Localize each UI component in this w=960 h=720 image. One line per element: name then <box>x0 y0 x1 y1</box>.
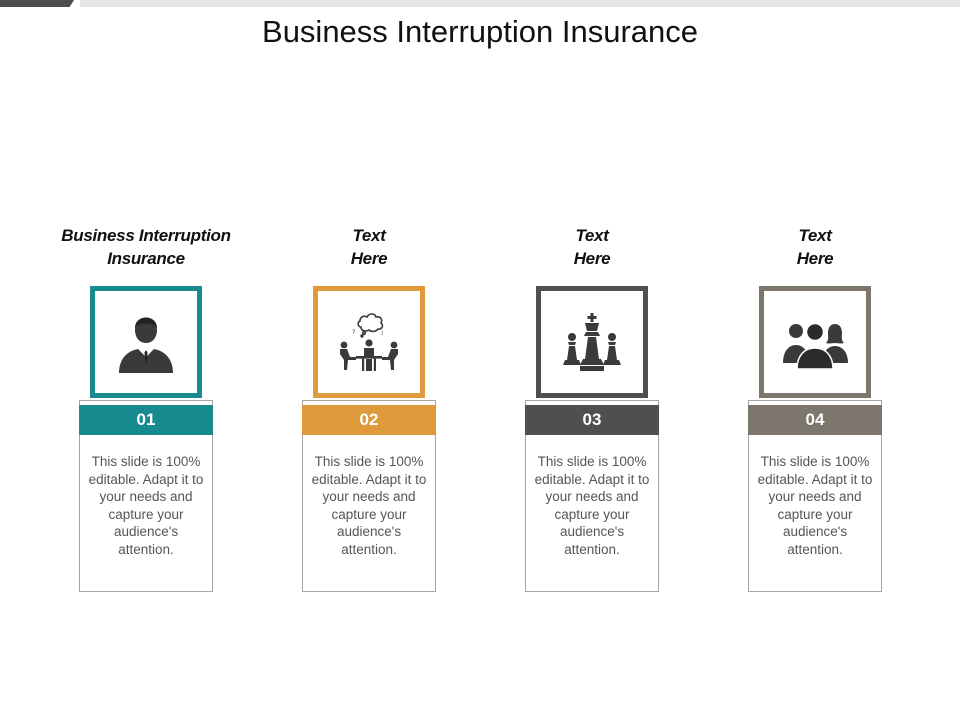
businessman-icon <box>119 317 173 373</box>
card-description: This slide is 100% editable. Adapt it to… <box>311 454 427 557</box>
card-number: 03 <box>525 405 659 435</box>
card-heading: Text Here <box>495 224 689 272</box>
svg-text:!: ! <box>381 330 383 337</box>
card-heading-line2: Here <box>796 249 834 268</box>
icon-frame <box>536 286 648 398</box>
card-heading-line1: Text <box>575 226 609 245</box>
card-body: 02 This slide is 100% editable. Adapt it… <box>302 400 436 592</box>
card-heading: Business Interruption Insurance <box>49 224 243 272</box>
meeting-discussion-icon: ? ! <box>340 313 398 371</box>
card-heading-line1: Text <box>352 226 386 245</box>
card-04: Text Here 04 This slide is 100% editable… <box>748 224 882 594</box>
top-decor-bar <box>0 0 960 7</box>
card-heading-line1: Business Interruption <box>61 226 231 245</box>
card-heading: Text Here <box>272 224 466 272</box>
card-number: 04 <box>748 405 882 435</box>
card-number: 02 <box>302 405 436 435</box>
card-03: Text Here 03 This <box>525 224 659 594</box>
card-02: Text Here ? ! <box>302 224 436 594</box>
svg-text:?: ? <box>352 329 355 336</box>
top-decor-bar-dark <box>0 0 74 7</box>
card-description: This slide is 100% editable. Adapt it to… <box>534 454 650 557</box>
slide-title: Business Interruption Insurance <box>262 14 698 49</box>
card-description: This slide is 100% editable. Adapt it to… <box>88 454 204 557</box>
icon-frame <box>759 286 871 398</box>
icon-frame <box>90 286 202 398</box>
card-01: Business Interruption Insurance 01 This … <box>61 224 231 594</box>
card-body: 01 This slide is 100% editable. Adapt it… <box>79 400 213 592</box>
card-body: 03 This slide is 100% editable. Adapt it… <box>525 400 659 592</box>
card-body: 04 This slide is 100% editable. Adapt it… <box>748 400 882 592</box>
card-heading-line1: Text <box>798 226 832 245</box>
top-decor-bar-light <box>80 0 960 7</box>
card-heading-line2: Insurance <box>107 249 185 268</box>
card-heading-line2: Here <box>350 249 388 268</box>
card-number: 01 <box>79 405 213 435</box>
team-group-icon <box>783 322 848 370</box>
card-heading-line2: Here <box>573 249 611 268</box>
card-heading: Text Here <box>718 224 912 272</box>
chess-pieces-icon <box>563 313 621 371</box>
card-description: This slide is 100% editable. Adapt it to… <box>757 454 873 557</box>
icon-frame: ? ! <box>313 286 425 398</box>
